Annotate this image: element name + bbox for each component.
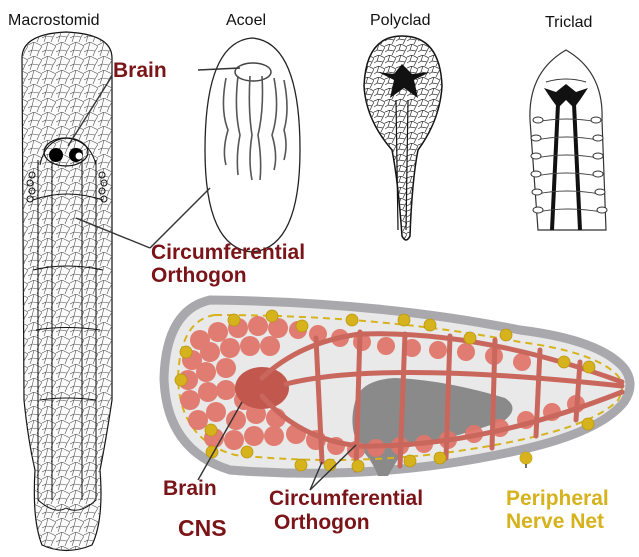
macrostomid-drawing — [0, 0, 140, 557]
title-macrostomid: Macrostomid — [8, 12, 100, 30]
label-cns: CNS — [178, 517, 227, 539]
title-polyclad: Polyclad — [370, 12, 430, 30]
label-orthogon-bottom: Orthogon — [274, 512, 370, 534]
label-brain-bottom: Brain — [163, 478, 217, 500]
legend-dot-peripheral — [520, 452, 532, 464]
polyclad-drawing — [364, 36, 442, 240]
title-triclad: Triclad — [545, 14, 592, 32]
title-acoel: Acoel — [226, 12, 266, 30]
label-brain-top: Brain — [113, 60, 167, 82]
label-orthogon-top: Orthogon — [151, 265, 247, 287]
label-nerve-net: Nerve Net — [506, 511, 604, 533]
label-peripheral: Peripheral — [506, 488, 609, 510]
label-circumferential-top: Circumferential — [151, 242, 305, 264]
schematic-worm — [164, 300, 630, 476]
label-circumferential-bottom: Circumferential — [269, 488, 423, 510]
acoel-drawing — [205, 38, 300, 252]
triclad-drawing — [530, 50, 607, 230]
left-eye-icon — [49, 148, 63, 162]
